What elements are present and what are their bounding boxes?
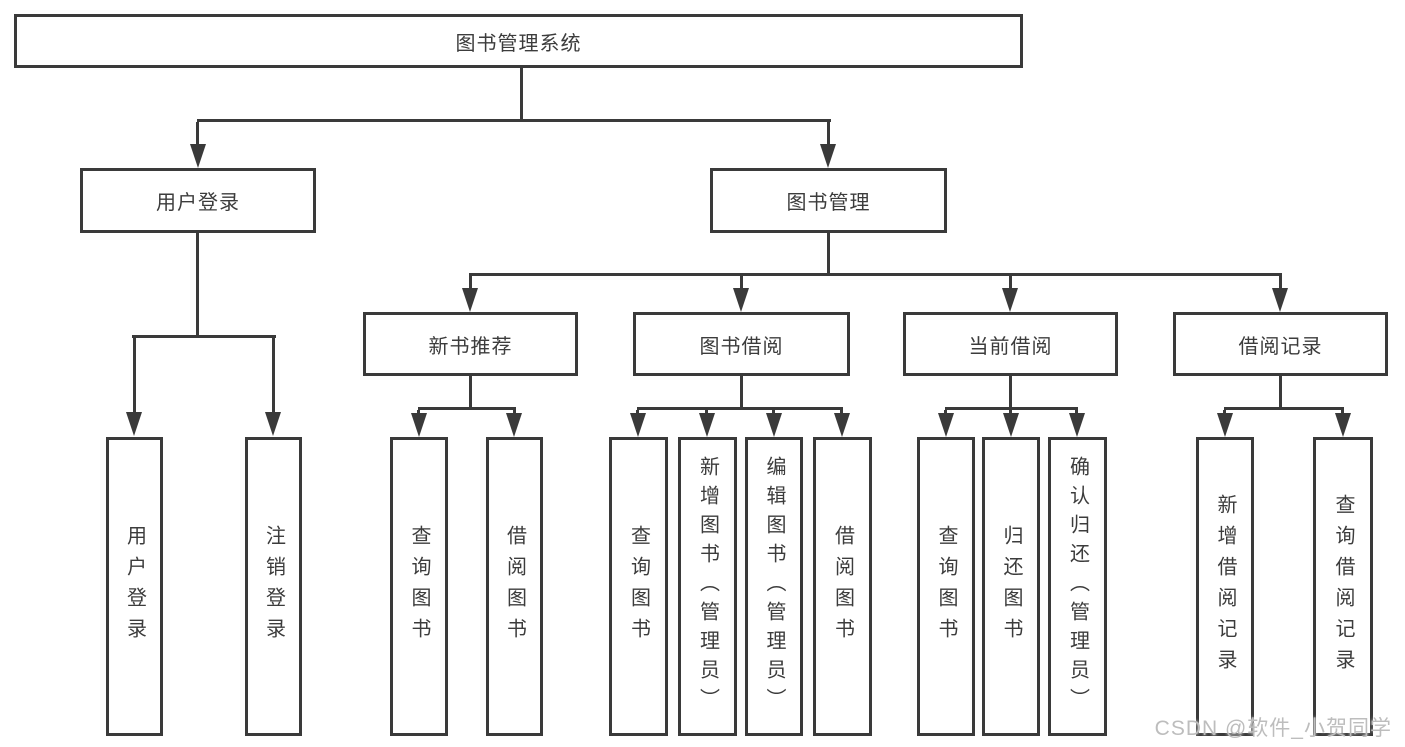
leaf-label: 用户登录 xyxy=(123,524,146,649)
leaf-label: 新增借阅记录 xyxy=(1214,493,1236,680)
connector-level1-hbar xyxy=(197,119,831,122)
leaf-user-login: 用户登录 xyxy=(106,437,163,736)
arrowhead-down xyxy=(630,413,646,437)
leaf-borrow-books-newbook: 借阅图书 xyxy=(486,437,543,736)
connector-stem xyxy=(1009,276,1012,290)
connector-new-book-stem xyxy=(469,376,472,407)
connector-book-borrowing-stem xyxy=(740,376,743,407)
connector-stem xyxy=(469,276,472,290)
connector-user-login-hbar xyxy=(132,335,276,338)
connector-user-login-stem xyxy=(196,233,199,335)
arrowhead-down xyxy=(1335,413,1351,437)
node-label: 当前借阅 xyxy=(968,335,1053,358)
leaf-add-borrow-record: 新增借阅记录 xyxy=(1196,437,1254,736)
arrowhead-down xyxy=(938,413,954,437)
arrowhead-down xyxy=(1002,288,1018,312)
leaf-label: 归还图书 xyxy=(1000,524,1022,649)
arrowhead-down xyxy=(126,412,142,436)
arrowhead-down xyxy=(190,144,206,168)
arrowhead-down xyxy=(462,288,478,312)
arrowhead-down xyxy=(411,413,427,437)
node-book-borrowing: 图书借阅 xyxy=(633,312,850,376)
node-current-borrowing: 当前借阅 xyxy=(903,312,1118,376)
arrowhead-down xyxy=(506,413,522,437)
leaf-query-books-current: 查询图书 xyxy=(917,437,975,736)
leaf-confirm-return-admin: 确认归还（管理员） xyxy=(1048,437,1107,736)
leaf-label: 注销登录 xyxy=(262,524,285,649)
connector-stem xyxy=(740,276,743,290)
connector-stem xyxy=(196,122,199,148)
connector-book-borrowing-hbar xyxy=(637,407,843,410)
node-label: 用户登录 xyxy=(156,192,240,214)
leaf-edit-books-admin: 编辑图书（管理员） xyxy=(745,437,803,736)
connector-stem xyxy=(1279,276,1282,290)
leaf-logout: 注销登录 xyxy=(245,437,302,736)
node-library-management-system: 图书管理系统 xyxy=(14,14,1023,68)
arrowhead-down xyxy=(1272,288,1288,312)
arrowhead-down xyxy=(1069,413,1085,437)
arrowhead-down xyxy=(820,144,836,168)
node-label: 新书推荐 xyxy=(428,335,513,358)
leaf-add-books-admin: 新增图书（管理员） xyxy=(678,437,737,736)
arrowhead-down xyxy=(1003,413,1019,437)
arrowhead-down xyxy=(733,288,749,312)
arrowhead-down xyxy=(1217,413,1233,437)
connector-borrowing-records-stem xyxy=(1279,376,1282,407)
leaf-label: 查询图书 xyxy=(935,524,957,649)
connector-root-stem xyxy=(520,68,523,119)
arrowhead-down xyxy=(766,413,782,437)
connector-level2-hbar xyxy=(469,273,1282,276)
connector-stem xyxy=(133,338,136,414)
leaf-label: 借阅图书 xyxy=(503,524,526,649)
leaf-query-books-newbook: 查询图书 xyxy=(390,437,448,736)
node-label: 图书管理系统 xyxy=(455,32,582,55)
connector-current-borrowing-hbar xyxy=(945,407,1078,410)
leaf-borrow-books-borrow: 借阅图书 xyxy=(813,437,872,736)
leaf-label: 查询借阅记录 xyxy=(1332,493,1354,680)
connector-current-borrowing-stem xyxy=(1009,376,1012,407)
arrowhead-down xyxy=(699,413,715,437)
node-new-book-recommend: 新书推荐 xyxy=(363,312,578,376)
node-label: 图书借阅 xyxy=(699,335,784,358)
leaf-label: 查询图书 xyxy=(408,524,430,649)
leaf-label: 确认归还（管理员） xyxy=(1066,456,1089,717)
node-borrowing-records: 借阅记录 xyxy=(1173,312,1388,376)
node-label: 借阅记录 xyxy=(1238,335,1323,358)
leaf-query-books-borrow: 查询图书 xyxy=(609,437,668,736)
leaf-query-borrow-record: 查询借阅记录 xyxy=(1313,437,1373,736)
node-book-management: 图书管理 xyxy=(710,168,947,233)
arrowhead-down xyxy=(834,413,850,437)
connector-borrowing-records-hbar xyxy=(1224,407,1344,410)
leaf-label: 编辑图书（管理员） xyxy=(763,456,785,717)
leaf-label: 新增图书（管理员） xyxy=(696,456,719,717)
leaf-label: 查询图书 xyxy=(627,524,650,649)
leaf-return-books: 归还图书 xyxy=(982,437,1040,736)
node-label: 图书管理 xyxy=(786,192,871,214)
arrowhead-down xyxy=(265,412,281,436)
csdn-watermark: CSDN @软件_小贺同学 xyxy=(1154,717,1392,740)
connector-stem xyxy=(827,122,830,148)
connector-stem xyxy=(272,338,275,414)
node-user-login: 用户登录 xyxy=(80,168,316,233)
leaf-label: 借阅图书 xyxy=(831,524,854,649)
connector-book-management-stem xyxy=(827,233,830,273)
connector-new-book-hbar xyxy=(418,407,516,410)
